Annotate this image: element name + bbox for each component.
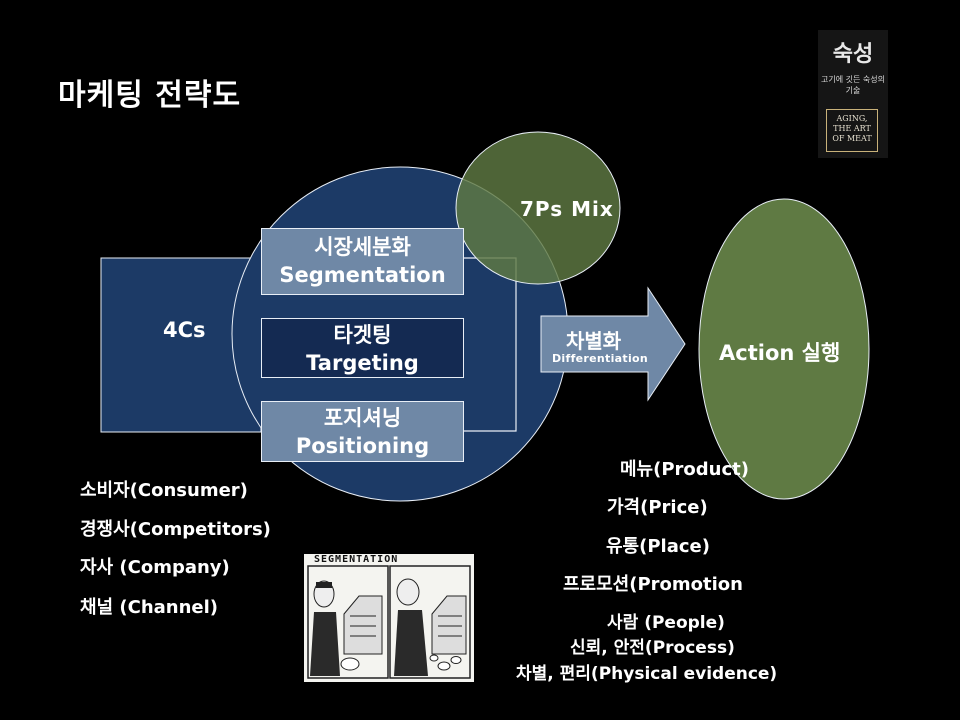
- sevenps-item-people: 사람 (People): [607, 613, 725, 633]
- fourcs-item-competitors: 경쟁사(Competitors): [80, 519, 271, 540]
- page-title: 마케팅 전략도: [58, 78, 242, 113]
- differentiation-sublabel: Differentiation: [552, 352, 649, 365]
- logo-script-sub: 고기에 깃든 숙성의 기술: [821, 75, 885, 95]
- sevenps-item-physical-evidence: 차별, 편리(Physical evidence): [516, 664, 778, 684]
- action-label: Action 실행: [719, 341, 841, 365]
- brand-logo: 숙성 고기에 깃든 숙성의 기술 AGING, THE ART OF MEAT: [818, 30, 888, 158]
- logo-tagline-line: AGING,: [836, 114, 868, 123]
- stage-segmentation-en: Segmentation: [279, 263, 446, 287]
- logo-tagline-line: OF MEAT: [832, 134, 872, 143]
- logo-script: 숙성: [832, 41, 874, 67]
- sevenps-item-product: 메뉴(Product): [620, 459, 749, 480]
- logo-tagline-line: THE ART: [833, 124, 871, 133]
- stage-segmentation: 시장세분화 Segmentation: [261, 228, 464, 295]
- segmentation-cartoon: SEGMENTATION: [304, 554, 474, 682]
- logo-tagline-box: AGING, THE ART OF MEAT: [826, 109, 878, 152]
- fourcs-label: 4Cs: [163, 318, 206, 342]
- action-ellipse: [698, 198, 870, 500]
- cartoon-illustration: [307, 565, 471, 679]
- fourcs-item-channel: 채널 (Channel): [80, 597, 219, 618]
- sevenps-label: 7Ps Mix: [520, 197, 614, 221]
- sevenps-ellipse: [455, 131, 621, 285]
- fourcs-item-company: 자사 (Company): [80, 557, 230, 578]
- stage-positioning-ko: 포지셔닝: [323, 406, 402, 430]
- sevenps-item-process: 신뢰, 안전(Process): [570, 638, 735, 658]
- sevenps-item-place: 유통(Place): [606, 536, 710, 557]
- differentiation-arrow: [540, 286, 686, 402]
- stage-targeting-en: Targeting: [306, 351, 419, 375]
- sevenps-item-promotion: 프로모션(Promotion: [563, 574, 743, 595]
- cartoon-caption: SEGMENTATION: [314, 554, 399, 565]
- sevenps-item-price: 가격(Price): [607, 497, 708, 518]
- fourcs-item-consumer: 소비자(Consumer): [80, 480, 248, 501]
- stage-targeting-ko: 타겟팅: [333, 323, 392, 347]
- stage-positioning: 포지셔닝 Positioning: [261, 401, 464, 462]
- stage-positioning-en: Positioning: [295, 434, 430, 458]
- stage-segmentation-ko: 시장세분화: [314, 235, 411, 259]
- stage-targeting: 타겟팅 Targeting: [261, 318, 464, 378]
- differentiation-label: 차별화: [566, 329, 622, 353]
